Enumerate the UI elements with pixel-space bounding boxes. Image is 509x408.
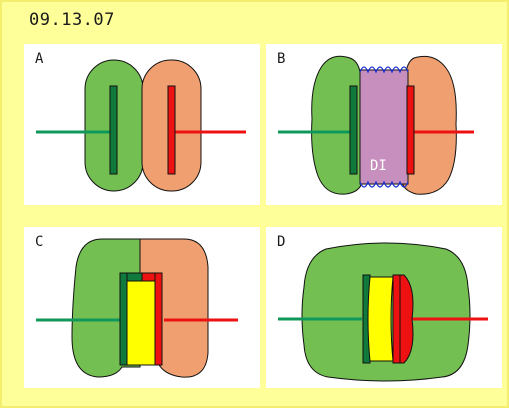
panel-b-label: B <box>277 51 286 67</box>
green-plate <box>119 272 128 366</box>
panel-b: B DI <box>266 44 502 205</box>
red-plate <box>167 85 176 175</box>
panel-c-diagram <box>36 238 238 378</box>
panel-a-label: A <box>35 51 44 67</box>
green-plate <box>349 85 358 175</box>
yellow-region <box>367 276 394 362</box>
red-plate <box>154 272 163 366</box>
date-label: 09.13.07 <box>29 10 115 30</box>
panel-c-label: C <box>35 234 44 250</box>
panel-a: A <box>24 44 260 205</box>
panel-a-diagram <box>36 59 246 192</box>
green-plate <box>109 85 118 175</box>
panel-b-diagram: DI <box>278 55 474 195</box>
panel-d: D <box>266 227 502 388</box>
red-plate <box>406 85 415 175</box>
panel-c: C <box>24 227 260 388</box>
bottom-interface-wave <box>359 180 409 188</box>
red-plate <box>392 274 401 364</box>
red-ridge <box>397 274 414 364</box>
panel-d-label: D <box>277 234 286 250</box>
top-interface-wave <box>359 66 409 74</box>
dielectric-label: DI <box>370 158 387 174</box>
panel-d-diagram <box>278 242 488 382</box>
yellow-region <box>126 280 156 366</box>
